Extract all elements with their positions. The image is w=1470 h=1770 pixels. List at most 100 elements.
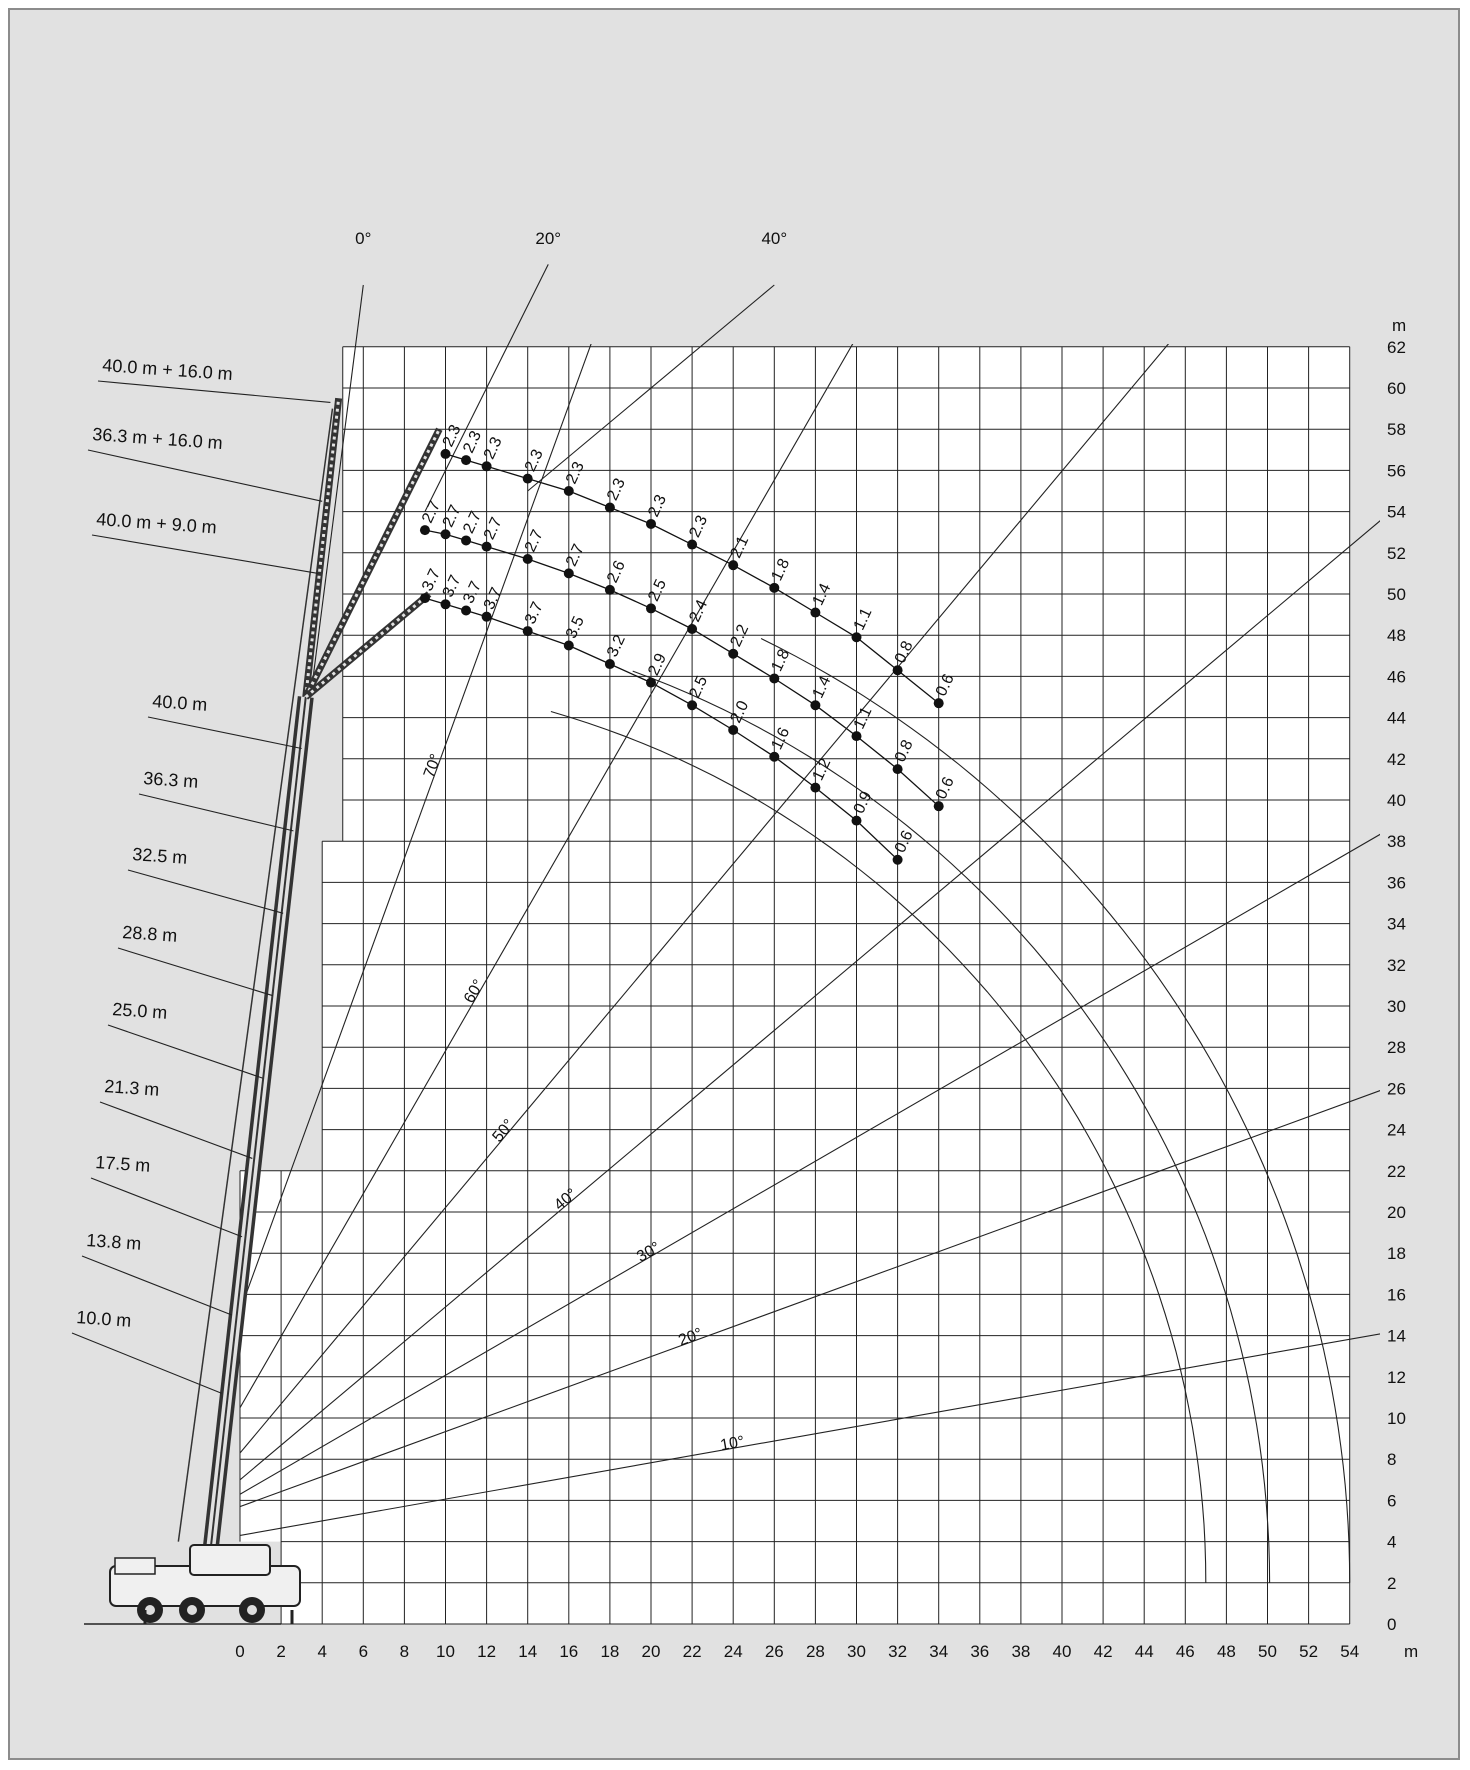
load-point	[440, 529, 451, 540]
y-tick-label: 58	[1387, 420, 1406, 439]
x-tick-label: 44	[1135, 1642, 1154, 1661]
lattice-jib-inner	[304, 428, 441, 698]
y-tick-label: 32	[1387, 956, 1406, 975]
boom-length-leader	[147, 716, 302, 750]
boom-main-center	[208, 696, 307, 1563]
radius-arc	[632, 670, 1271, 1583]
x-tick-label: 8	[400, 1642, 409, 1661]
boom-length-label: 21.3 m	[104, 1076, 160, 1100]
y-tick-label: 16	[1387, 1285, 1406, 1304]
y-tick-label: 40	[1387, 791, 1406, 810]
load-point	[604, 659, 615, 670]
load-point	[687, 539, 698, 550]
boom-length-leader	[87, 449, 323, 502]
boom-length-label: 28.8 m	[122, 922, 178, 946]
load-point	[810, 782, 821, 793]
y-tick-label: 50	[1387, 585, 1406, 604]
boom-angle-line	[240, 344, 1170, 1454]
boom-length-label: 36.3 m	[143, 768, 199, 792]
x-tick-label: 24	[724, 1642, 743, 1661]
x-tick-label: 10	[436, 1642, 455, 1661]
load-point	[769, 751, 780, 762]
lattice-jib	[302, 397, 343, 698]
y-tick-label: 26	[1387, 1079, 1406, 1098]
wheel-hub	[247, 1605, 257, 1615]
load-point	[728, 724, 739, 735]
y-tick-label: 18	[1387, 1244, 1406, 1263]
load-point	[522, 473, 533, 484]
boom-length-label: 36.3 m + 16.0 m	[92, 424, 224, 453]
boom-angle-label: 10°	[719, 1433, 746, 1454]
load-point	[481, 541, 492, 552]
y-tick-label: 14	[1387, 1327, 1406, 1346]
y-tick-label: 46	[1387, 667, 1406, 686]
y-tick-label: 48	[1387, 626, 1406, 645]
load-point	[481, 461, 492, 472]
load-point	[646, 518, 656, 529]
load-point	[769, 582, 780, 593]
boom-angle-line	[240, 1333, 1380, 1536]
x-tick-label: 42	[1094, 1642, 1113, 1661]
y-tick-label: 12	[1387, 1368, 1406, 1387]
hoist-rope	[177, 408, 334, 1542]
load-point	[419, 593, 430, 604]
load-point	[769, 673, 780, 684]
load-point	[810, 607, 821, 618]
y-tick-label: 38	[1387, 832, 1406, 851]
x-tick-label: 48	[1217, 1642, 1236, 1661]
grid	[239, 346, 1351, 1625]
load-point	[892, 764, 903, 775]
y-tick-label: 2	[1387, 1574, 1396, 1593]
x-tick-label: 54	[1340, 1642, 1359, 1661]
x-tick-label: 22	[683, 1642, 702, 1661]
x-tick-label: 28	[806, 1642, 825, 1661]
y-tick-label: 56	[1387, 461, 1406, 480]
x-tick-label: 36	[970, 1642, 989, 1661]
y-tick-label: 34	[1387, 915, 1406, 934]
load-point	[461, 535, 472, 546]
boom-length-leader	[99, 1101, 253, 1159]
wheel-hub	[145, 1605, 155, 1615]
jib-offset-label: 0°	[355, 229, 371, 248]
boom-length-leader	[138, 793, 294, 832]
wheel-hub	[187, 1605, 197, 1615]
load-point	[892, 665, 903, 676]
load-point	[687, 700, 698, 711]
x-tick-label: 14	[518, 1642, 537, 1661]
load-point	[933, 801, 944, 812]
radius-arc	[550, 710, 1207, 1583]
load-point	[687, 624, 698, 635]
radius-arc	[760, 638, 1351, 1583]
lattice-jib-inner	[304, 398, 341, 698]
crane-drawing	[84, 397, 443, 1625]
boom-angle-line	[240, 520, 1380, 1481]
x-tick-label: 2	[276, 1642, 285, 1661]
boom-length-label: 32.5 m	[132, 844, 188, 868]
load-point	[563, 486, 574, 496]
boom-labels: 40.0 m + 16.0 m36.3 m + 16.0 m40.0 m + 9…	[71, 355, 331, 1394]
x-tick-label: 40	[1053, 1642, 1072, 1661]
lattice-jib-inner	[304, 592, 431, 699]
x-tick-label: 34	[929, 1642, 948, 1661]
boom-length-label: 25.0 m	[112, 999, 168, 1023]
y-tick-label: 44	[1387, 709, 1406, 728]
load-point	[646, 677, 656, 688]
y-tick-label: 0	[1387, 1615, 1396, 1634]
load-point	[563, 640, 574, 651]
load-point	[728, 560, 739, 571]
y-unit-label: m	[1392, 316, 1406, 335]
x-tick-label: 50	[1258, 1642, 1277, 1661]
x-tick-label: 0	[235, 1642, 244, 1661]
y-tick-label: 22	[1387, 1162, 1406, 1181]
load-point	[481, 611, 492, 622]
load-point	[851, 632, 862, 643]
x-tick-label: 52	[1299, 1642, 1318, 1661]
boom-angle-line	[240, 1090, 1380, 1508]
boom-angle-line	[240, 344, 854, 1408]
x-unit-label: m	[1404, 1642, 1418, 1661]
y-tick-label: 20	[1387, 1203, 1406, 1222]
jib-offset-line	[311, 284, 364, 687]
x-tick-label: 32	[888, 1642, 907, 1661]
load-point	[851, 731, 862, 742]
y-tick-label: 8	[1387, 1450, 1396, 1469]
